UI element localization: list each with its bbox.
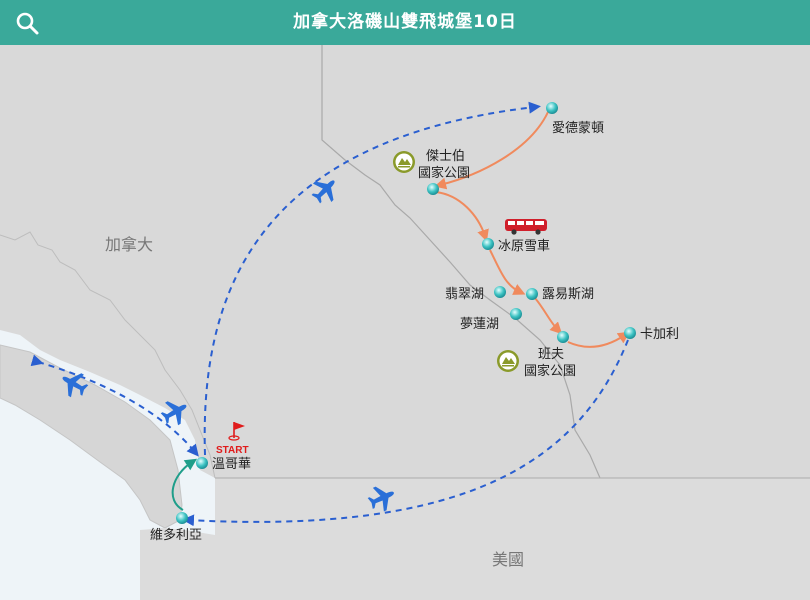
ground-route-louise-banff <box>534 297 563 335</box>
marker-calgary[interactable] <box>624 327 636 339</box>
start-label: START <box>216 445 249 456</box>
marker-moraine-lake[interactable] <box>510 308 522 320</box>
label-icefield: 冰原雪車 <box>498 239 550 254</box>
ferry-route <box>171 458 198 511</box>
label-victoria: 維多利亞 <box>150 527 202 543</box>
start-flag-icon <box>228 422 245 441</box>
label-lake-louise: 露易斯湖 <box>542 287 594 302</box>
usa-region <box>215 478 810 600</box>
ground-route-banff-calgary <box>567 331 630 348</box>
country-label-canada: 加拿大 <box>105 235 153 254</box>
marker-vancouver[interactable] <box>196 457 208 469</box>
label-calgary: 卡加利 <box>640 327 679 342</box>
marker-victoria[interactable] <box>176 512 188 524</box>
marker-jasper[interactable] <box>427 183 439 195</box>
header-bar: 加拿大洛磯山雙飛城堡10日 <box>0 0 810 45</box>
label-emerald-lake: 翡翠湖 <box>445 287 484 302</box>
label-vancouver: 溫哥華 <box>212 457 251 472</box>
marker-lake-louise[interactable] <box>526 288 538 300</box>
marker-icefield[interactable] <box>482 238 494 250</box>
label-moraine-lake: 夢蓮湖 <box>460 317 499 332</box>
bus-icon <box>505 219 547 235</box>
ground-route-icefield-louise <box>489 249 526 295</box>
province-border <box>321 45 601 479</box>
label-jasper-line2: 國家公園 <box>418 165 470 181</box>
national-park-icon <box>497 350 519 372</box>
label-edmonton: 愛德蒙頓 <box>552 121 604 136</box>
ground-route-edmonton-jasper <box>434 111 549 190</box>
route-map: 加拿大 美國 START <box>0 45 810 600</box>
flight-route-vancouver-edmonton <box>203 101 541 456</box>
country-label-usa: 美國 <box>492 550 524 569</box>
label-banff-line1: 班夫 <box>538 347 564 362</box>
label-jasper-line1: 傑士伯 <box>426 149 465 164</box>
marker-banff[interactable] <box>557 331 569 343</box>
flight-route-vancouver-coast <box>30 354 199 457</box>
marker-edmonton[interactable] <box>546 102 558 114</box>
page-title: 加拿大洛磯山雙飛城堡10日 <box>293 12 517 32</box>
flight-route-calgary-victoria <box>182 339 629 527</box>
search-icon[interactable] <box>14 10 40 36</box>
us-coast <box>140 528 215 600</box>
label-banff-line2: 國家公園 <box>524 363 576 379</box>
marker-emerald-lake[interactable] <box>494 286 506 298</box>
national-park-icon <box>393 151 415 173</box>
ground-route-jasper-icefield <box>435 191 489 242</box>
